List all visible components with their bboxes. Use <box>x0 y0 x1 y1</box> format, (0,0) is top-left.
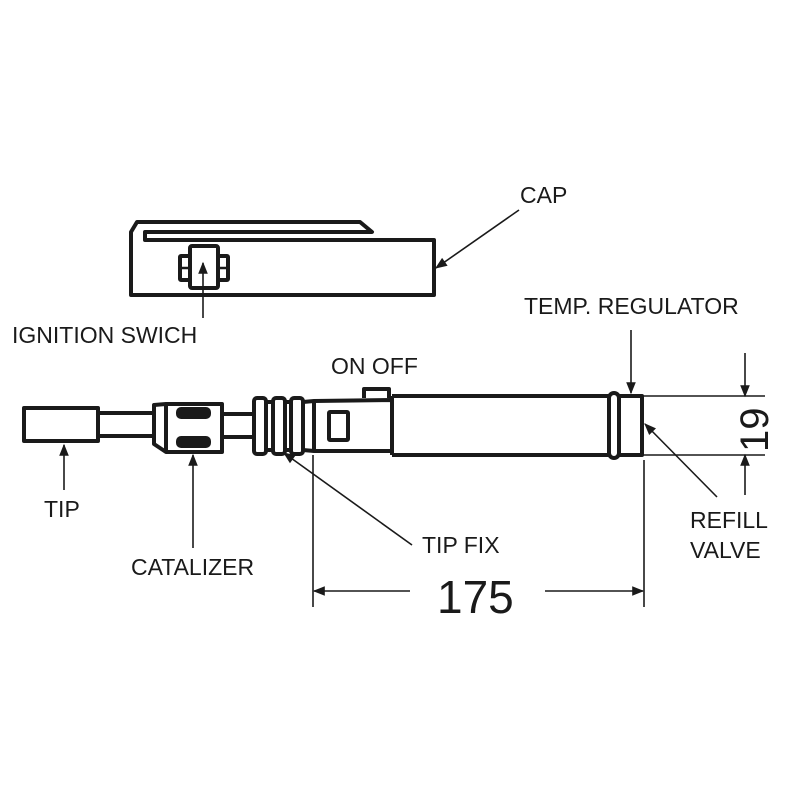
label-catalizer: CATALIZER <box>131 554 254 580</box>
tip-fix-part <box>252 396 305 456</box>
label-cap: CAP <box>520 182 567 208</box>
on-off-button-part <box>362 387 391 398</box>
label-refill-valve-line2: VALVE <box>690 537 761 563</box>
label-on-off: ON OFF <box>331 353 418 379</box>
label-temp-regulator: TEMP. REGULATOR <box>524 293 739 319</box>
diameter-dimension <box>642 353 765 495</box>
refill-valve-leader-arrow <box>644 423 718 498</box>
tip-fix-leader-arrow <box>283 452 413 546</box>
catalizer-part <box>152 402 224 454</box>
dimension-diameter-value: 19 <box>733 408 777 453</box>
dimension-length-value: 175 <box>437 571 514 623</box>
label-refill-valve-line1: REFILL <box>690 507 768 533</box>
label-tip-fix: TIP FIX <box>422 532 500 558</box>
label-tip: TIP <box>44 496 80 522</box>
cap-part <box>129 220 436 297</box>
refill-valve-part <box>617 394 644 457</box>
tip-part <box>22 406 100 443</box>
length-dimension <box>312 455 645 607</box>
label-ignition-switch: IGNITION SWICH <box>12 322 197 348</box>
cap-leader-arrow <box>435 209 520 269</box>
ignition-switch-part <box>178 244 230 290</box>
iron-body <box>22 387 644 460</box>
